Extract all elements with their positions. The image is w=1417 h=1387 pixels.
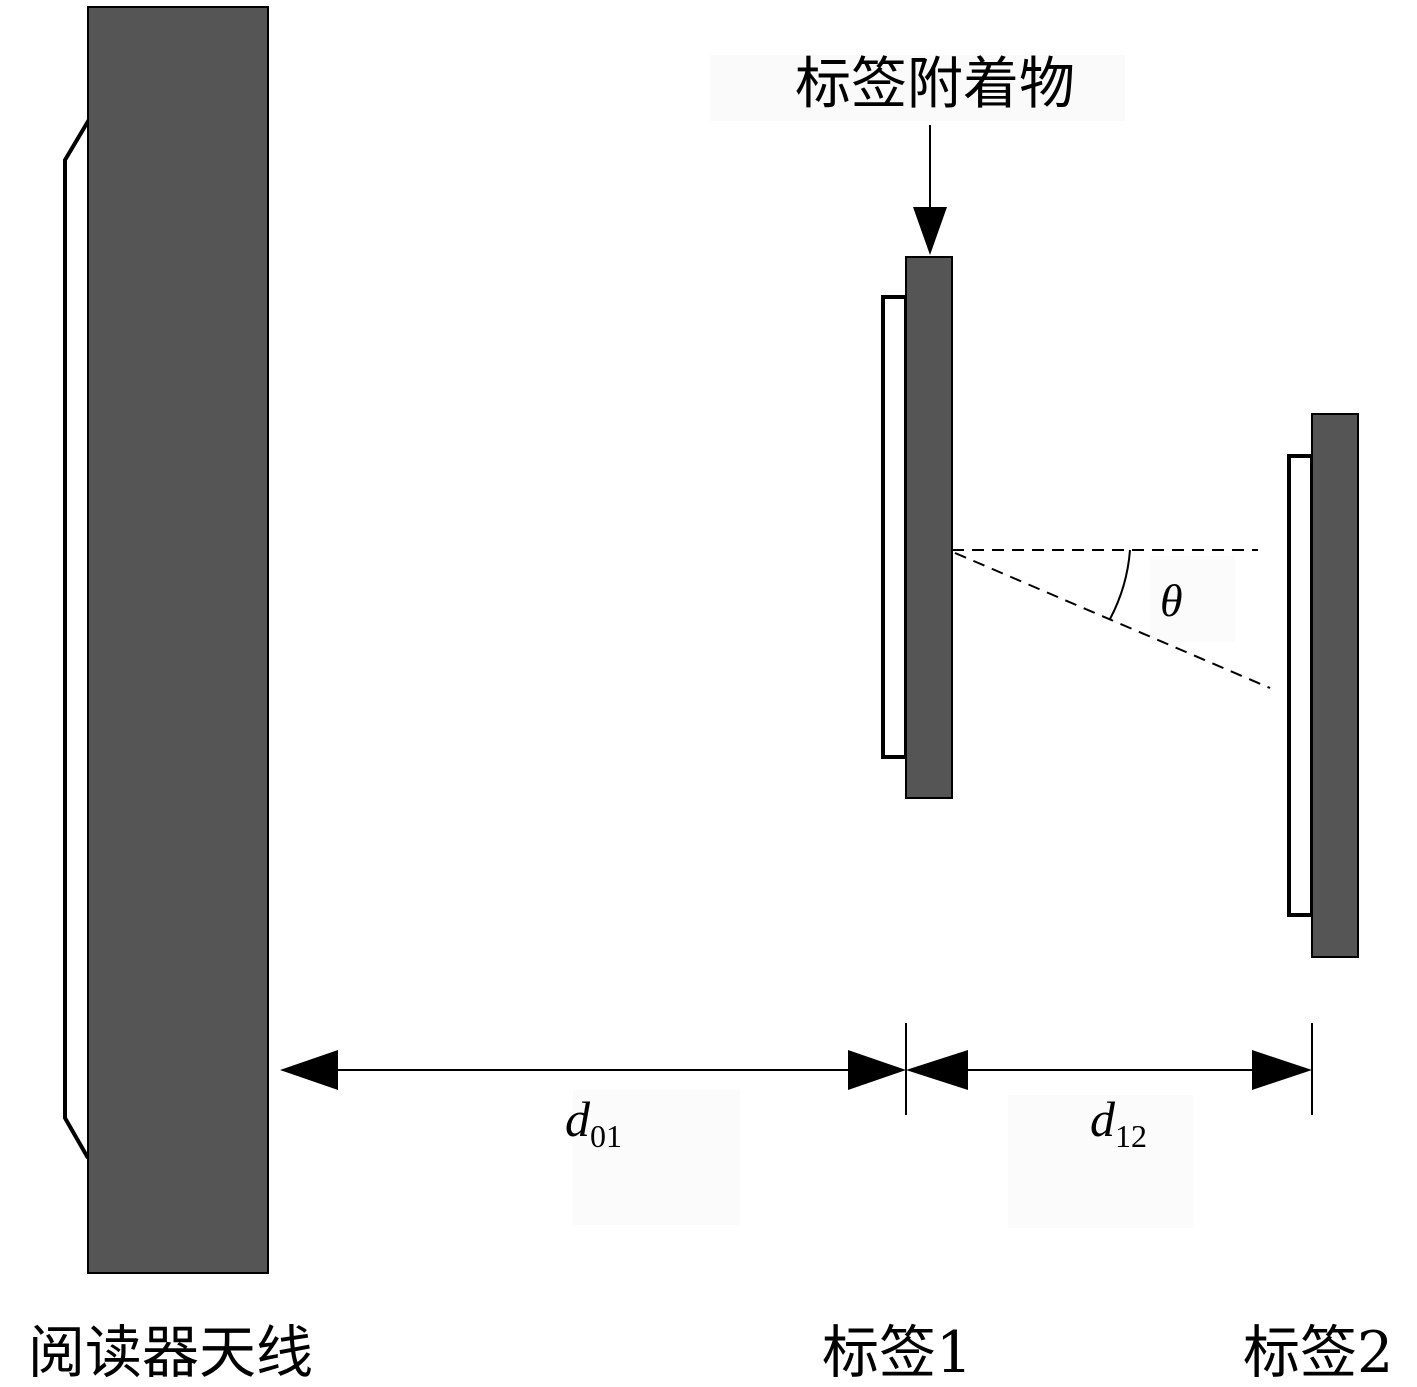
dimension-d12-right-arrowhead	[1252, 1050, 1312, 1090]
angle-label: θ	[1160, 575, 1183, 626]
dimension-d01-label: d01	[565, 1091, 622, 1154]
d12-label-bg	[1008, 1095, 1193, 1228]
tag-2-attachment-object	[1311, 413, 1359, 958]
angle-construction: θ	[952, 549, 1271, 689]
reader-antenna	[63, 6, 269, 1274]
tag-2-inlay	[1287, 454, 1314, 917]
reader-antenna-element	[63, 116, 92, 1159]
tag-2	[1287, 413, 1359, 958]
angle-label-bg	[1150, 556, 1235, 642]
attachment-label: 标签附着物	[795, 52, 1075, 117]
dimension-d01-subscript: 01	[590, 1118, 622, 1154]
d01-label-bg	[573, 1090, 740, 1225]
dimension-d01: d01	[280, 1050, 906, 1154]
tag-1-inlay	[881, 295, 908, 759]
dimension-d12-label: d12	[1090, 1091, 1147, 1154]
dimension-d12-left-arrowhead	[906, 1050, 968, 1090]
tag-1-attachment-object	[905, 256, 953, 799]
reader-antenna-label: 阅读器天线	[28, 1320, 313, 1386]
oblique-reference-line	[954, 552, 1271, 689]
dimension-d01-left-arrowhead	[280, 1050, 338, 1090]
tag-1-label: 标签1	[822, 1320, 972, 1386]
dimension-d12: d12	[906, 1050, 1312, 1154]
tag-2-label: 标签2	[1243, 1320, 1393, 1386]
angle-arc	[1109, 549, 1131, 620]
dimension-d01-right-arrowhead	[848, 1050, 906, 1090]
dimension-d01-symbol: d	[565, 1091, 591, 1147]
attachment-pointer-arrow	[913, 125, 947, 255]
attachment-label-bg	[710, 55, 1125, 121]
dimension-d12-symbol: d	[1090, 1091, 1116, 1147]
tag-1	[881, 256, 953, 799]
attachment-arrow-head	[913, 207, 947, 255]
reader-antenna-panel	[87, 6, 269, 1274]
dimension-d12-subscript: 12	[1115, 1118, 1147, 1154]
